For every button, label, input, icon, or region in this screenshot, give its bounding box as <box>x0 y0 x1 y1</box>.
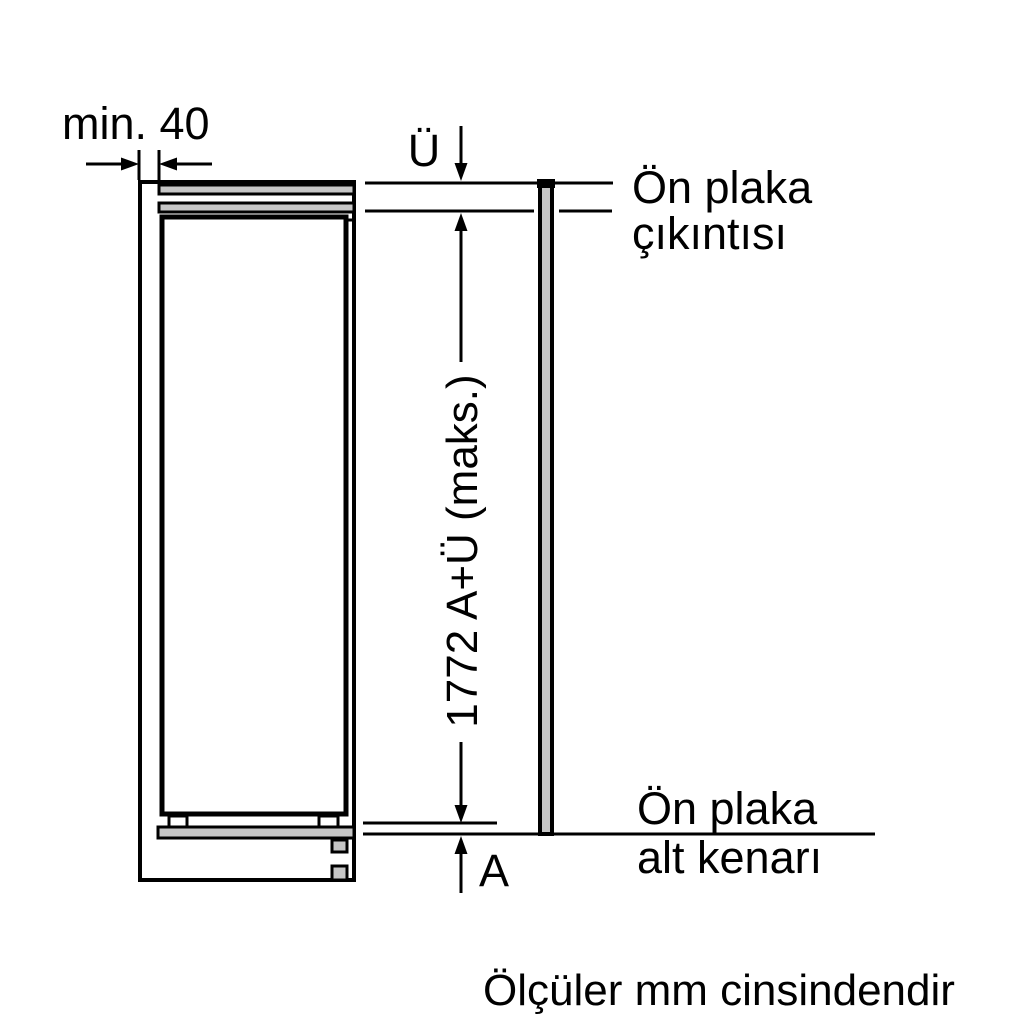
bottom-offset-label: A <box>479 845 509 896</box>
units-caption: Ölçüler mm cinsindendir <box>483 966 955 1015</box>
panel-protrusion-label-line2: çıkıntısı <box>632 208 787 259</box>
min-clearance-dimension <box>86 150 212 180</box>
bottom-offset-arrowhead-up-icon <box>454 836 468 854</box>
min-clearance-arrowhead-left-icon <box>159 157 177 171</box>
min-clearance-arrowhead-right-icon <box>121 157 139 171</box>
door-foot-right <box>317 814 340 829</box>
cabinet <box>138 180 356 882</box>
overhang-label: Ü <box>408 125 441 176</box>
appliance-door <box>159 214 349 817</box>
bottom-trim-strip <box>156 825 356 840</box>
base-block-lower <box>330 864 349 882</box>
top-trim-lower-strip <box>157 201 356 214</box>
height-arrowhead-down-icon <box>454 805 468 823</box>
base-block-upper <box>330 838 349 854</box>
overhang-arrowhead-down-icon <box>454 163 468 181</box>
bottom-offset-dimension <box>454 836 468 893</box>
front-panel-bar <box>538 180 554 836</box>
height-dimension-label: 1772 A+Ü (maks.) <box>438 374 487 727</box>
height-arrowhead-up-icon <box>454 213 468 231</box>
panel-protrusion-label-line1: Ön plaka <box>632 162 813 213</box>
top-trim-upper-strip <box>157 183 356 196</box>
panel-bottom-edge-label-line1: Ön plaka <box>637 783 818 834</box>
height-dimension <box>454 213 468 823</box>
overhang-dimension <box>454 126 468 181</box>
min-clearance-label: min. 40 <box>62 98 210 149</box>
extension-lines <box>363 181 875 836</box>
panel-bottom-edge-label-line2: alt kenarı <box>637 832 822 883</box>
furniture-front-panel <box>537 179 555 836</box>
door-foot-left <box>167 814 189 829</box>
